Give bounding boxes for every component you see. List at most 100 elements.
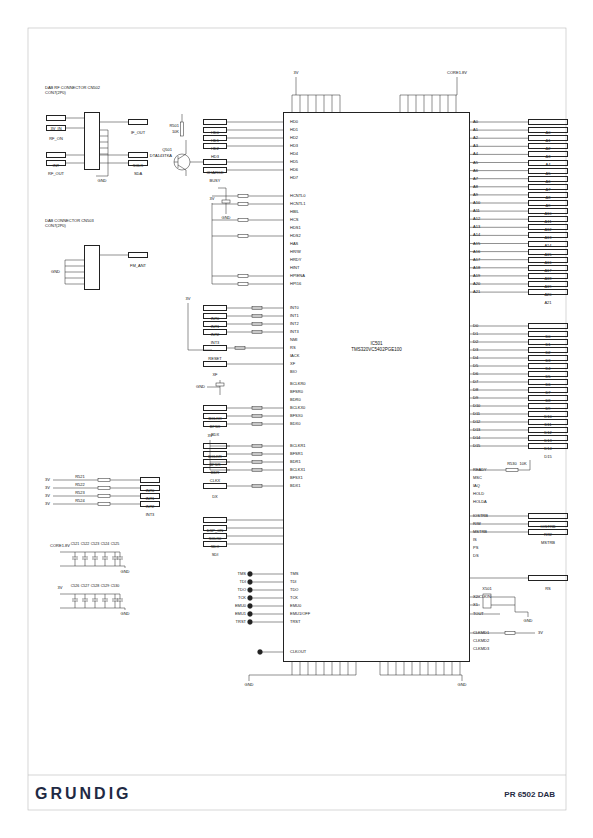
component-label: 3V (45, 494, 50, 498)
signal-flag: DX (203, 483, 227, 489)
pin-name: TMS (290, 572, 298, 576)
test-point (248, 620, 253, 625)
signal-flag: D7 (528, 379, 568, 385)
signal-wire (470, 146, 528, 147)
pin-name: CLKOUT (290, 650, 306, 654)
signal-wire (470, 366, 528, 367)
signal-flag: D8 (528, 387, 568, 393)
signal-flag: HD1 (203, 127, 227, 133)
wire (75, 601, 76, 608)
pin-name: A17 (473, 258, 480, 262)
signal-wire (470, 138, 528, 139)
signal-flag: SDA (128, 160, 148, 166)
wire (212, 204, 283, 205)
signal-flag: D13 (528, 427, 568, 433)
signal-flag: INT2 (140, 493, 160, 499)
test-point (248, 612, 253, 617)
wire (408, 95, 409, 112)
signal-wire (470, 186, 528, 187)
wire (432, 95, 433, 112)
pin-name: INT0 (290, 306, 299, 310)
pin-name: A2 (473, 136, 478, 140)
signal-wire (227, 162, 283, 163)
wire (108, 130, 109, 176)
signal-flag: BUSY (203, 167, 227, 173)
component-label: GND (121, 570, 130, 574)
wire (308, 662, 309, 675)
pin-name: TDO (238, 588, 246, 592)
wire (316, 95, 317, 112)
signal-flag: 3V_IN (46, 115, 66, 121)
wire (96, 176, 108, 177)
wire (102, 557, 108, 558)
signal-flag: DSP_ON (203, 517, 227, 523)
pin-name: D9 (473, 396, 478, 400)
signal-flag: A20 (528, 281, 568, 287)
wire (120, 552, 121, 557)
wire (515, 612, 528, 613)
signal-name: MSTRB (541, 540, 555, 545)
signal-wire (470, 382, 528, 383)
wire (253, 574, 284, 575)
test-point (248, 596, 253, 601)
pin-name: TRST (236, 620, 246, 624)
resistor-symbol (238, 195, 248, 198)
pin-name: HDS1 (290, 226, 301, 230)
pin-name: HD5 (290, 160, 298, 164)
wire (440, 95, 441, 112)
wire (72, 557, 78, 558)
pin-name: A14 (473, 233, 480, 237)
pin-name: A7 (473, 177, 478, 181)
resistor-symbol (238, 219, 248, 222)
signal-flag: A4 (528, 151, 568, 157)
wire (100, 154, 108, 155)
signal-flag: SDI (203, 541, 227, 547)
wire (120, 594, 121, 599)
pin-name: BDX0 (290, 422, 300, 426)
signal-flag: INT3 (140, 501, 160, 507)
signal-wire (227, 446, 283, 447)
signal-flag: A12 (528, 216, 568, 222)
test-point (248, 604, 253, 609)
pin-name: HD3 (290, 144, 298, 148)
signal-flag: BFSR (203, 451, 227, 457)
signal-flag: A7 (528, 176, 568, 182)
resistor-symbol (98, 503, 110, 506)
resistor-symbol (238, 235, 248, 238)
component-label: R521 (75, 475, 85, 479)
signal-wire (227, 454, 283, 455)
wire (356, 662, 357, 675)
signal-flag: INT3 (203, 329, 227, 335)
signal-flag: A9 (528, 192, 568, 198)
pin-name: HD7 (290, 176, 298, 180)
component-label: GND (98, 179, 107, 183)
signal-wire (227, 486, 283, 487)
signal-wire (227, 122, 283, 123)
component-label: GND (222, 216, 231, 220)
signal-wire (227, 408, 283, 409)
wire (456, 95, 457, 112)
resistor-symbol (238, 275, 248, 278)
wire (82, 557, 88, 558)
wire (324, 95, 325, 112)
signal-wire (100, 122, 128, 123)
signal-flag: R/W (528, 521, 568, 527)
brand-logo: GRUNDIG (35, 786, 132, 802)
pin-name: HD1 (290, 128, 298, 132)
component-label: 3V (210, 197, 215, 201)
pin-name: A16 (473, 250, 480, 254)
capacitor-symbol (216, 383, 224, 386)
signal-wire (227, 520, 283, 521)
pin-name: D13 (473, 428, 480, 432)
pin-name: BDX1 (290, 484, 300, 488)
pin-name: TCK (238, 596, 246, 600)
wire (85, 559, 86, 566)
signal-flag: SDO (203, 533, 227, 539)
component-label: DTA143TKA (150, 154, 172, 158)
component-label: CORE1.8V (50, 544, 70, 548)
signal-name: SDI (212, 552, 219, 557)
pin-name: HBIL (290, 210, 299, 214)
pin-name: INT1 (290, 314, 299, 318)
signal-flag: A6 (528, 168, 568, 174)
